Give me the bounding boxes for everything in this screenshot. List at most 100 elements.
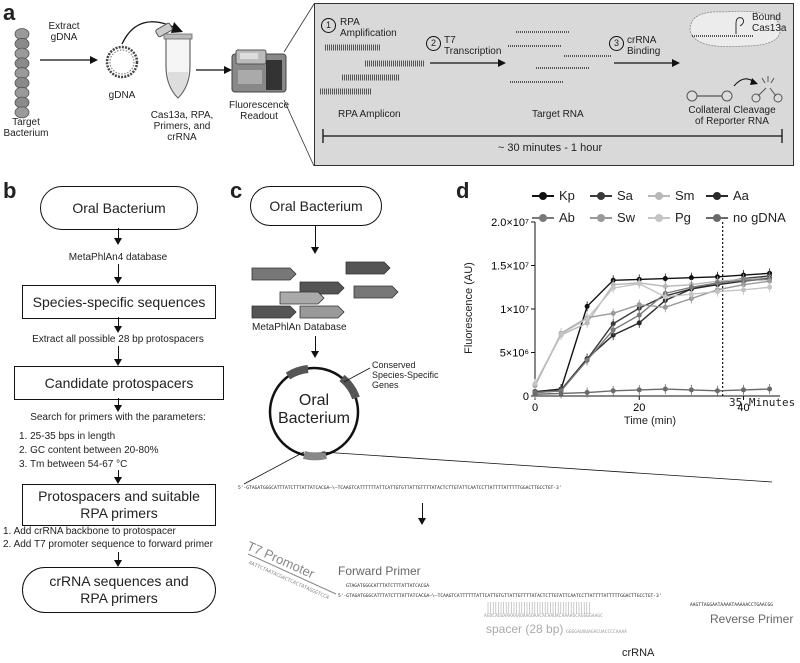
bead <box>14 47 30 60</box>
vline-annotation: 35 Minutes <box>729 396 796 409</box>
data-point <box>662 304 668 310</box>
flow-step-1-label: MetaPhlAn4 database <box>68 252 168 263</box>
legend-label: Sa <box>617 188 633 203</box>
arrow-icon <box>196 66 232 74</box>
data-point <box>532 391 538 397</box>
data-point <box>636 281 642 287</box>
legend-marker <box>648 213 670 222</box>
data-point <box>741 282 747 288</box>
bead <box>14 37 30 50</box>
zoom-lines <box>283 3 315 167</box>
time-span-bracket <box>322 129 783 143</box>
y-tick-label: 2.0×10⁷ <box>491 217 529 229</box>
data-point <box>741 287 747 293</box>
data-point <box>688 284 694 290</box>
step-2-badge: 2 <box>426 36 441 51</box>
legend-item: Sa <box>590 188 633 203</box>
legend-label: Kp <box>559 188 575 203</box>
gdna-label: gDNA <box>108 90 136 101</box>
series-line-sa <box>534 275 770 394</box>
flow-step-2-label: Extract all possible 28 bp protospacers <box>32 334 204 345</box>
data-point <box>610 310 616 316</box>
legend-marker <box>532 213 554 222</box>
flow-arrow <box>114 552 122 567</box>
data-point <box>584 303 590 309</box>
flow-arrow <box>418 503 426 525</box>
data-point <box>610 285 616 291</box>
t7-promoter-line <box>247 553 337 595</box>
y-tick-label: 0 <box>523 391 529 403</box>
legend-marker <box>706 191 728 200</box>
forward-primer-label: Forward Primer <box>338 564 421 578</box>
data-point <box>662 283 668 289</box>
data-point <box>636 320 642 326</box>
bead <box>14 57 30 70</box>
legend-item: Kp <box>532 188 575 203</box>
genomic-sequence-bottom: 5'-GTAGATGGGCATTTATCTTTATTATCACGA—\—TCAA… <box>338 594 662 599</box>
step-1-badge: 1 <box>321 18 336 33</box>
legend-marker <box>706 213 728 222</box>
flow-box-protospacers-primers: Protospacers and suitable RPA primers <box>22 484 216 526</box>
data-point <box>767 284 773 290</box>
x-tick-label: 40 <box>737 402 749 414</box>
y-tick-label: 1×10⁷ <box>500 304 529 316</box>
flow-arrow <box>114 228 122 245</box>
flow-arrow <box>114 398 122 412</box>
x-axis-label: Time (min) <box>623 415 677 427</box>
series-line-ab <box>534 278 770 394</box>
legend-dot <box>539 213 547 222</box>
crrna-sequence-2: GGGGAUUUAGACUACCCCAAAA <box>566 630 627 635</box>
legend-dot <box>655 191 663 200</box>
bead <box>14 96 30 109</box>
panel-a-letter: a <box>3 0 16 25</box>
data-point <box>714 280 720 286</box>
flow-step-4-item: 2. Add T7 promoter sequence to forward p… <box>3 539 213 550</box>
target-rna-label: Target RNA <box>532 109 584 120</box>
data-point <box>610 327 616 333</box>
genomic-sequence-top: 5'-GTAGATGGGCATTTATCTTTATTATCACGA—\—TCAA… <box>238 486 562 491</box>
panel-c-letter: c <box>230 178 243 203</box>
data-point <box>636 387 642 393</box>
data-point <box>584 357 590 363</box>
gdna-plasmid-icon <box>105 45 139 79</box>
y-axis-label: Fluorescence (AU) <box>463 262 475 354</box>
rpa-amplicon-label: RPA Amplicon <box>338 109 401 120</box>
data-point <box>636 312 642 318</box>
zoom-lines <box>243 451 773 485</box>
flow-arrow <box>311 336 319 358</box>
gene-fragments-icon <box>251 261 399 319</box>
flow-step-4-item: 1. Add crRNA backbone to protospacer <box>3 526 176 537</box>
target-bacterium-icon <box>14 28 30 119</box>
legend-label: Sw <box>617 210 636 225</box>
oral-bacterium-box: Oral Bacterium <box>250 186 382 226</box>
flow-box-oral-bacterium: Oral Bacterium <box>40 186 198 230</box>
series-line-pg <box>534 283 770 385</box>
arrow-icon <box>40 56 98 64</box>
legend-dot <box>655 213 663 222</box>
forward-primer-sequence: GTAGATGGGCATTTATCTTTATTATCACGA <box>346 584 429 589</box>
spacer-label: spacer (28 bp) <box>486 622 564 636</box>
legend-marker <box>532 191 554 200</box>
bacterial-genome-icon <box>268 365 360 461</box>
metaphlan-database-label: MetaPhlAn Database <box>252 322 347 333</box>
legend-item: no gDNA <box>706 210 786 225</box>
legend-item: Ab <box>532 210 575 225</box>
data-point <box>558 331 564 337</box>
bead <box>14 106 30 119</box>
panel-b-letter: b <box>3 178 17 203</box>
flow-arrow <box>114 346 122 366</box>
data-point <box>584 390 590 396</box>
flow-step-3-title: Search for primers with the parameters: <box>30 412 206 423</box>
time-span-label: ~ 30 minutes - 1 hour <box>497 142 603 154</box>
x-tick-label: 0 <box>532 402 538 414</box>
legend-marker <box>590 191 612 200</box>
series-line-sm <box>534 276 770 386</box>
